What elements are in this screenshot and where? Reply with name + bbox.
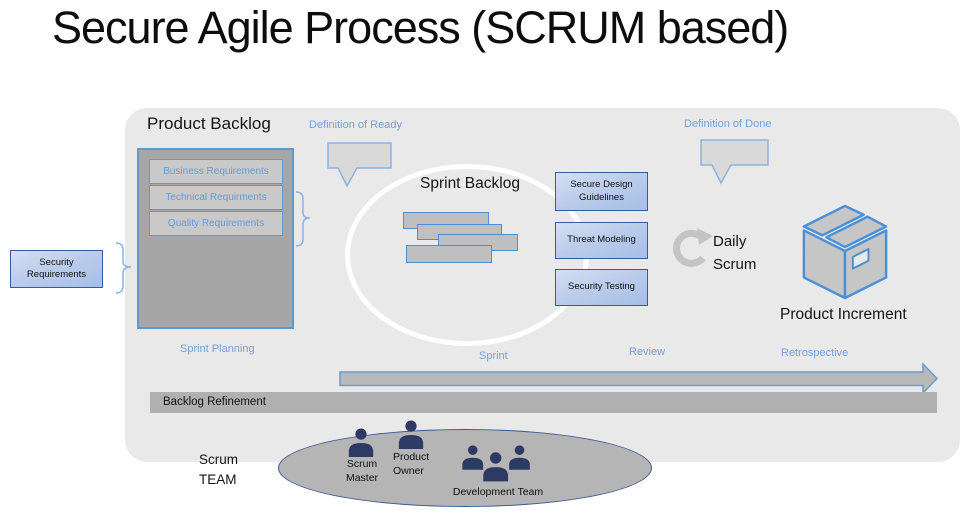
stage-sprint: Sprint xyxy=(479,350,508,362)
stage-review: Review xyxy=(629,346,666,358)
product-increment-label: Product Increment xyxy=(780,306,907,323)
package-box-icon xyxy=(802,204,888,300)
scrum-team-ellipse xyxy=(278,429,652,507)
cycle-arrow-icon xyxy=(673,228,713,267)
daily-scrum-label: Daily Scrum xyxy=(713,233,757,273)
brace-left-icon xyxy=(115,242,132,294)
product-owner-label: Product Owner xyxy=(393,451,430,478)
scrum-master-label: Scrum Master xyxy=(345,458,379,485)
backlog-refinement-bar: Backlog Refinement xyxy=(150,392,937,413)
backlog-item-business: Business Requirements xyxy=(149,159,283,184)
definition-of-ready-callout-icon xyxy=(327,142,392,188)
sprint-backlog-title: Sprint Backlog xyxy=(420,175,520,192)
definition-of-done-label: Definition of Done xyxy=(684,118,772,130)
definition-of-done-callout-icon xyxy=(700,139,769,185)
definition-of-ready-label: Definition of Ready xyxy=(309,119,402,131)
development-team-group-icon xyxy=(462,445,530,482)
sprint-card xyxy=(406,245,492,263)
stage-sprint-planning: Sprint Planning xyxy=(180,343,255,355)
page-title: Secure Agile Process (SCRUM based) xyxy=(52,2,789,53)
product-backlog-box: Business Requirements Technical Requirme… xyxy=(137,148,294,329)
practice-secure-design-box: Secure Design Guidelines xyxy=(555,172,648,211)
practice-threat-modeling-box: Threat Modeling xyxy=(555,222,648,259)
backlog-item-quality: Quality Requirements xyxy=(149,211,283,236)
backlog-item-technical: Technical Requirments xyxy=(149,185,283,210)
security-requirements-box: Security Requirements xyxy=(10,250,103,288)
scrum-team-label: Scrum TEAM xyxy=(199,452,239,487)
process-arrow-icon xyxy=(339,362,939,395)
practice-security-testing-box: Security Testing xyxy=(555,269,648,306)
product-owner-person-icon xyxy=(398,420,424,449)
scrum-master-person-icon xyxy=(348,428,374,457)
product-backlog-title: Product Backlog xyxy=(147,114,271,133)
stage-retrospective: Retrospective xyxy=(781,347,849,359)
brace-right-icon xyxy=(295,191,311,247)
development-team-label: Development Team xyxy=(452,486,544,498)
